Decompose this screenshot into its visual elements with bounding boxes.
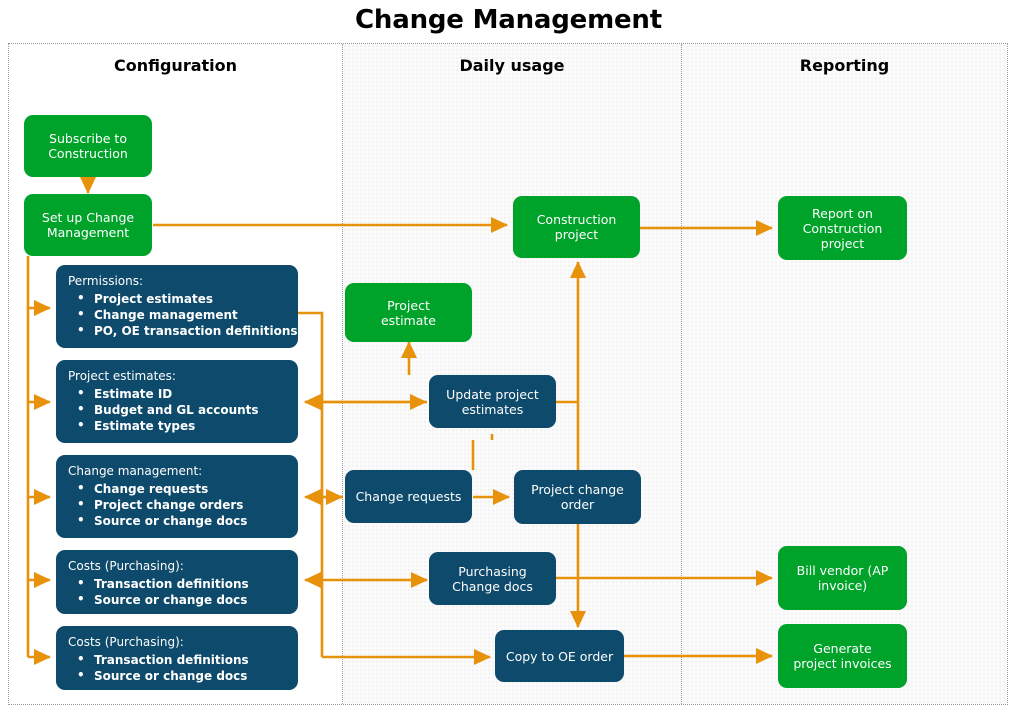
list-item: Change requests: [68, 480, 288, 497]
lane-title-daily-usage: Daily usage: [459, 56, 565, 75]
lane-daily-usage: Daily usage: [342, 44, 681, 704]
node-update-project-estimates[interactable]: Update project estimates: [429, 375, 556, 428]
node-label: Project estimate: [380, 297, 436, 328]
node-report-on-construction-project[interactable]: Report on Construction project: [778, 196, 907, 260]
list-item: Budget and GL accounts: [68, 401, 288, 418]
node-copy-to-oe-order[interactable]: Copy to OE order: [495, 630, 624, 682]
lane-title-reporting: Reporting: [799, 56, 890, 75]
node-bill-vendor[interactable]: Bill vendor (AP invoice): [778, 546, 907, 610]
node-permissions[interactable]: Permissions: Project estimates Change ma…: [56, 265, 298, 348]
detail-list: Project estimates Change management PO, …: [68, 290, 298, 339]
list-item: Transaction definitions: [68, 651, 288, 668]
node-project-estimate[interactable]: Project estimate: [345, 283, 472, 342]
detail-list: Transaction definitions Source or change…: [68, 575, 288, 608]
detail-heading: Costs (Purchasing):: [68, 635, 184, 649]
list-item: Source or change docs: [68, 591, 288, 608]
detail-list: Transaction definitions Source or change…: [68, 651, 288, 684]
list-item: Project estimates: [68, 290, 288, 307]
lane-configuration: Configuration: [9, 44, 342, 704]
list-item: Project change orders: [68, 496, 288, 513]
list-item: Change management: [68, 306, 288, 323]
node-label: Generate project invoices: [793, 641, 892, 671]
node-label: Set up Change Management: [41, 210, 135, 240]
node-costs-purchasing-1[interactable]: Costs (Purchasing): Transaction definiti…: [56, 550, 298, 614]
detail-heading: Change management:: [68, 464, 203, 478]
node-project-change-order[interactable]: Project change order: [514, 470, 641, 524]
node-change-requests[interactable]: Change requests: [345, 470, 472, 523]
list-item: Estimate ID: [68, 385, 288, 402]
node-label: Bill vendor (AP invoice): [796, 563, 889, 593]
detail-list: Change requests Project change orders So…: [68, 480, 288, 529]
page-title: Change Management: [355, 5, 662, 35]
node-label: Project change order: [531, 482, 624, 512]
node-label: Purchasing Change docs: [452, 563, 533, 594]
node-set-up-change-management[interactable]: Set up Change Management: [24, 194, 152, 256]
node-subscribe-to-construction[interactable]: Subscribe to Construction: [24, 115, 152, 177]
list-item: Source or change docs: [68, 512, 288, 529]
node-label: Update project estimates: [446, 386, 539, 417]
node-label: Copy to OE order: [505, 648, 614, 664]
detail-heading: Permissions:: [68, 274, 144, 288]
detail-heading: Project estimates:: [68, 369, 176, 383]
list-item: Estimate types: [68, 417, 288, 434]
node-label: Change requests: [355, 489, 462, 504]
lane-title-configuration: Configuration: [113, 56, 238, 75]
node-costs-purchasing-2[interactable]: Costs (Purchasing): Transaction definiti…: [56, 626, 298, 690]
detail-list: Estimate ID Budget and GL accounts Estim…: [68, 385, 288, 434]
node-project-estimates[interactable]: Project estimates: Estimate ID Budget an…: [56, 360, 298, 443]
node-change-management[interactable]: Change management: Change requests Proje…: [56, 455, 298, 538]
node-label: Subscribe to Construction: [48, 131, 128, 161]
node-label: Construction project: [536, 212, 617, 242]
node-purchasing-change-docs[interactable]: Purchasing Change docs: [429, 552, 556, 605]
node-label: Report on Construction project: [802, 205, 883, 251]
detail-heading: Costs (Purchasing):: [68, 559, 184, 573]
node-generate-project-invoices[interactable]: Generate project invoices: [778, 624, 907, 688]
node-construction-project[interactable]: Construction project: [513, 196, 640, 258]
list-item: Source or change docs: [68, 667, 288, 684]
list-item: Transaction definitions: [68, 575, 288, 592]
list-item: PO, OE transaction definitions: [68, 322, 298, 339]
